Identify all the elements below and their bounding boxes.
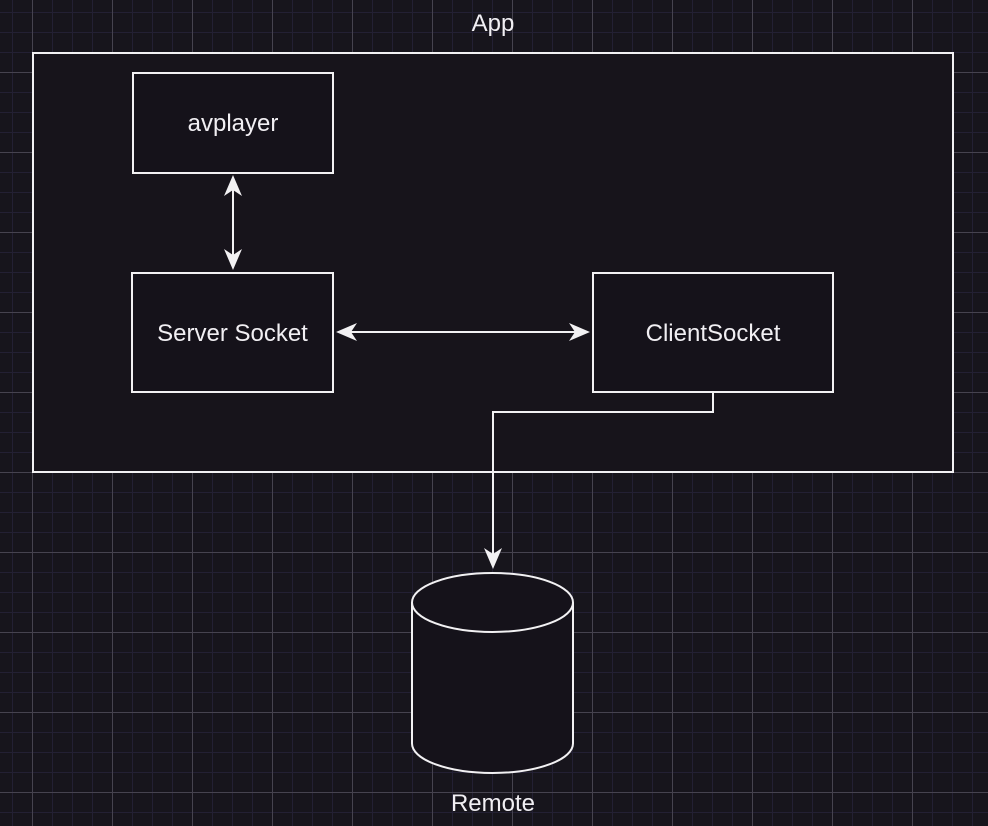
- arrowhead-up-icon: [224, 175, 242, 196]
- avplayer-rect[interactable]: [132, 72, 334, 174]
- arrowhead-down-icon: [224, 249, 242, 270]
- arrowhead-down-icon: [484, 548, 502, 569]
- node-client-socket[interactable]: ClientSocket: [592, 272, 834, 393]
- client-socket-label: ClientSocket: [646, 320, 781, 347]
- arrowhead-right-icon: [569, 323, 590, 341]
- edge-server-socket-client-socket[interactable]: [336, 323, 590, 341]
- node-server-socket[interactable]: Server Socket: [131, 272, 334, 393]
- remote-cylinder-body-outline: [411, 602, 574, 774]
- remote-label: Remote: [451, 790, 535, 817]
- edge-client-socket-remote-line[interactable]: [492, 393, 714, 554]
- server-socket-label: Server Socket: [157, 320, 308, 347]
- app-container-label: App: [472, 10, 515, 37]
- remote-cylinder-top[interactable]: [411, 572, 574, 633]
- node-avplayer[interactable]: avplayer: [132, 72, 334, 174]
- node-remote[interactable]: Remote: [411, 572, 574, 817]
- client-socket-rect[interactable]: [592, 272, 834, 393]
- edge-avplayer-server-socket[interactable]: [224, 175, 242, 270]
- remote-cylinder-body[interactable]: [412, 602, 573, 774]
- avplayer-label: avplayer: [188, 110, 279, 137]
- server-socket-rect[interactable]: [131, 272, 334, 393]
- arrowhead-left-icon: [336, 323, 357, 341]
- edge-client-socket-remote[interactable]: [484, 393, 714, 569]
